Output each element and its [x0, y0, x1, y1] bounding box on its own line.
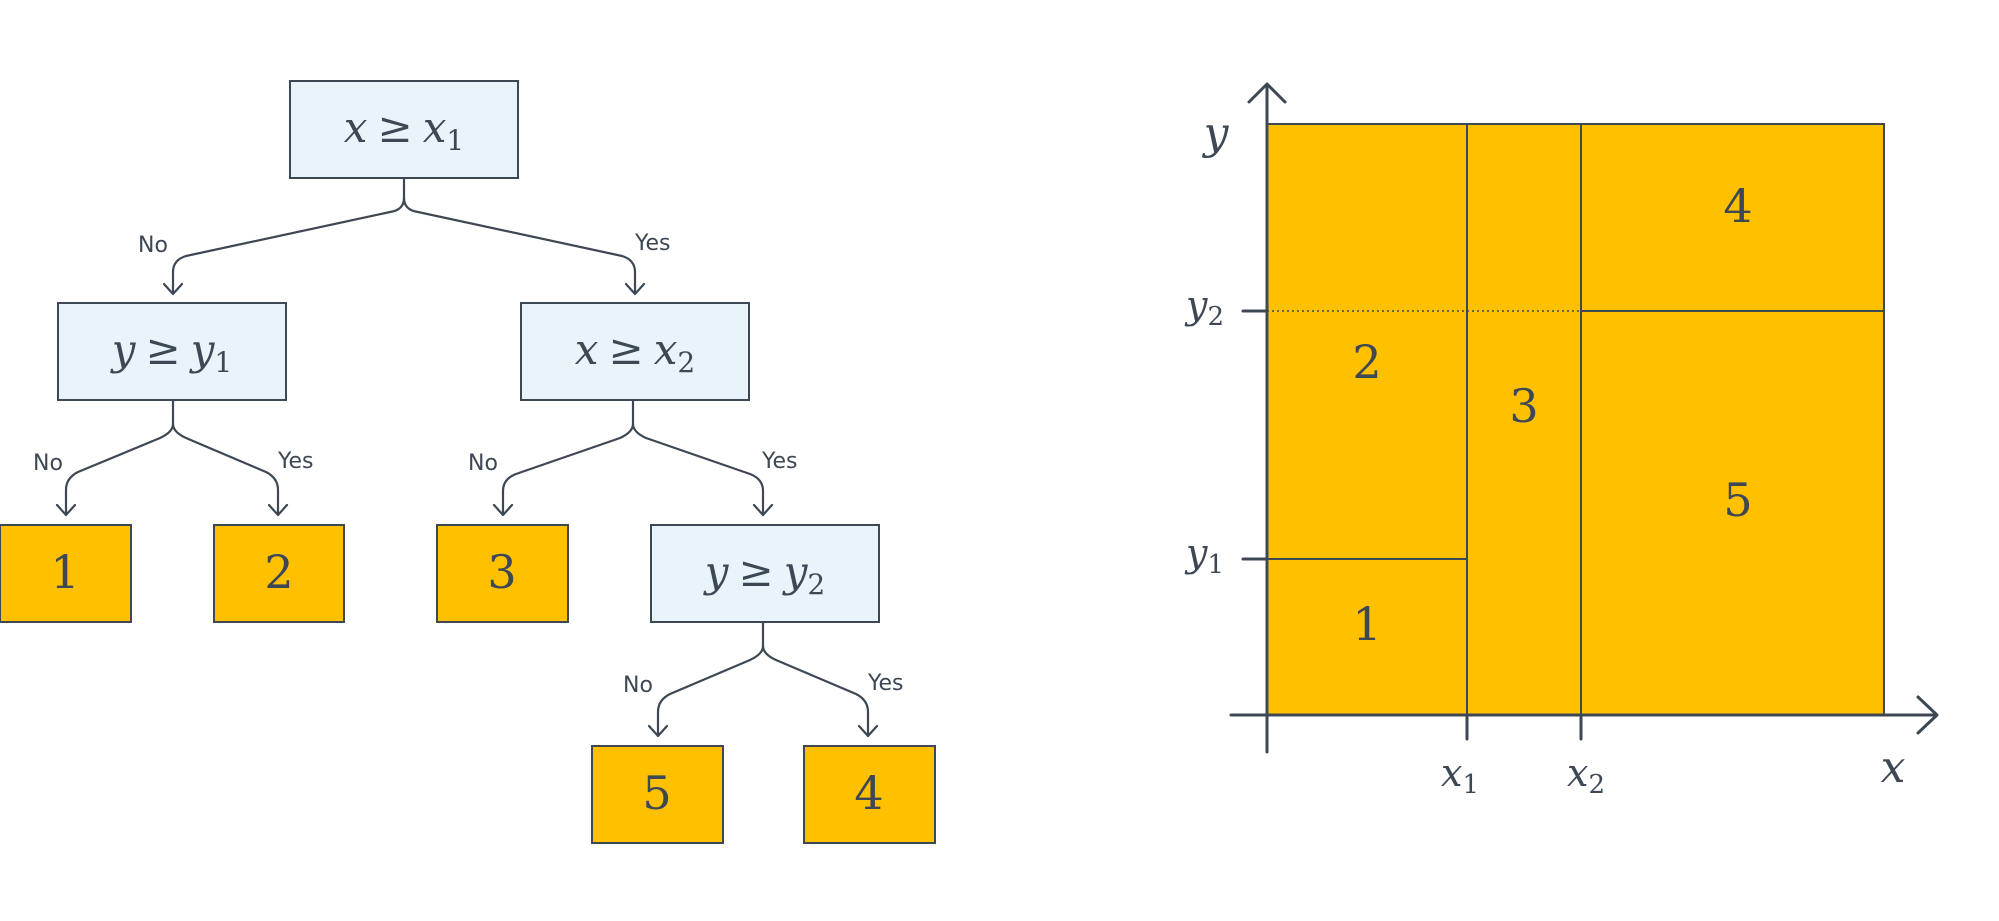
- arrowhead: [752, 503, 774, 517]
- edge-rr-no: [656, 620, 765, 736]
- plot-area: [1266, 123, 1885, 716]
- x-tick-label-x2: x2: [1567, 751, 1605, 800]
- region-label-2: 2: [1352, 335, 1381, 389]
- svg-text:4: 4: [854, 766, 883, 820]
- branch-label-no: No: [623, 673, 653, 698]
- arrowhead: [267, 503, 289, 517]
- decision-tree: No Yes No Yes No Yes No Yes x≥x1 y≥y1 x≥…: [0, 80, 936, 844]
- leaf-node-3: 3: [436, 524, 569, 623]
- y-tick-label-y2: y2: [1184, 283, 1224, 332]
- region-label-5: 5: [1723, 473, 1752, 527]
- arrowhead: [647, 724, 669, 738]
- svg-text:x≥x1: x≥x1: [344, 103, 464, 157]
- leaf-node-5: 5: [591, 745, 724, 844]
- x-tick-label-x1: x1: [1441, 751, 1479, 800]
- edge-right-no: [501, 398, 635, 515]
- leaf-node-2: 2: [213, 524, 345, 623]
- x-axis-label: x: [1881, 742, 1906, 793]
- edge-left-no: [64, 398, 175, 515]
- edge-root-left: [171, 176, 406, 294]
- branch-label-no: No: [138, 233, 168, 258]
- decision-node-right: x≥x2: [520, 302, 750, 401]
- branch-label-no: No: [468, 451, 498, 476]
- decision-node-root: x≥x1: [289, 80, 519, 179]
- svg-text:1: 1: [50, 545, 79, 599]
- svg-text:5: 5: [642, 766, 671, 820]
- svg-text:y≥y2: y≥y2: [703, 547, 826, 601]
- y-axis-label: y: [1202, 108, 1230, 159]
- arrowhead: [857, 724, 879, 738]
- edge-left-yes: [171, 422, 280, 515]
- decision-node-right-right: y≥y2: [650, 524, 880, 623]
- edge-rr-yes: [761, 644, 870, 736]
- decision-node-left: y≥y1: [57, 302, 287, 401]
- svg-text:x≥x2: x≥x2: [575, 325, 695, 379]
- y-tick-label-y1: y1: [1184, 531, 1224, 580]
- arrowhead: [162, 282, 184, 296]
- edge-root-right: [402, 196, 637, 294]
- arrowhead: [55, 503, 77, 517]
- x-axis-arrowhead: [1916, 695, 1939, 735]
- branch-label-yes: Yes: [277, 449, 314, 474]
- branch-label-yes: Yes: [634, 231, 671, 256]
- leaf-node-1: 1: [0, 524, 132, 623]
- partition-plot: 1 2 3 4 5 x1 x2 y1 y2 y x: [1184, 82, 1939, 800]
- arrowhead: [624, 282, 646, 296]
- y-axis-arrowhead: [1247, 82, 1287, 104]
- leaf-node-4: 4: [803, 745, 936, 844]
- branch-label-yes: Yes: [867, 671, 904, 696]
- edge-right-yes: [631, 422, 765, 515]
- branch-label-yes: Yes: [761, 449, 798, 474]
- svg-text:3: 3: [487, 545, 516, 599]
- region-label-4: 4: [1723, 179, 1752, 233]
- arrowhead: [492, 503, 514, 517]
- region-label-1: 1: [1352, 597, 1381, 651]
- branch-label-no: No: [33, 451, 63, 476]
- svg-text:2: 2: [264, 545, 293, 599]
- svg-text:y≥y1: y≥y1: [110, 325, 233, 379]
- region-label-3: 3: [1509, 379, 1538, 433]
